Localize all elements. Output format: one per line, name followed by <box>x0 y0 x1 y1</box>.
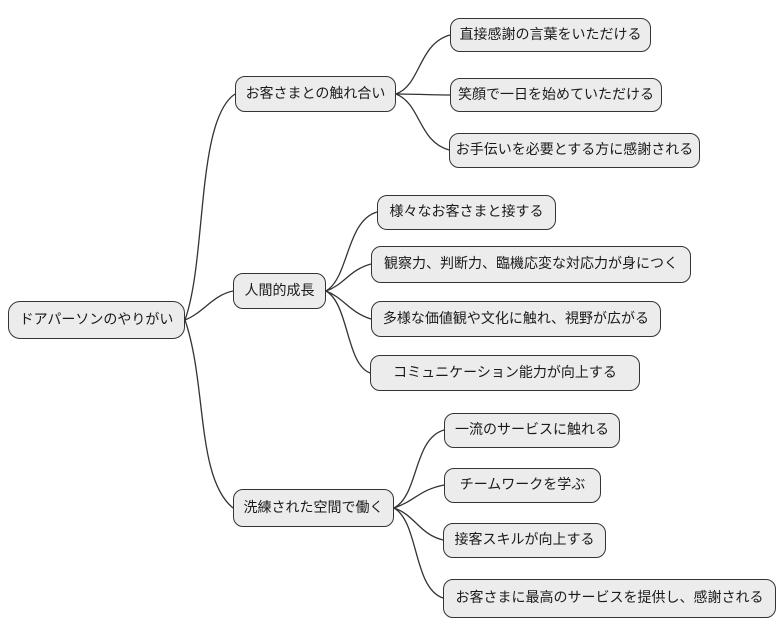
leaf-node-communication-improvement: コミュニケーション能力が向上する <box>370 355 640 391</box>
root-node-doorperson-rewards: ドアパーソンのやりがい <box>8 301 185 339</box>
leaf-node-observation-judgment-adaptability: 観察力、判断力、臨機応変な対応力が身につく <box>371 246 691 283</box>
leaf-node-helping-gratitude: お手伝いを必要とする方に感謝される <box>449 133 700 168</box>
leaf-node-smile-start-of-day: 笑顔で一日を始めていただける <box>450 78 662 112</box>
leaf-node-diverse-values-broader-perspective: 多様な価値観や文化に触れ、視野が広がる <box>371 301 661 337</box>
leaf-node-direct-thanks: 直接感謝の言葉をいただける <box>450 18 651 52</box>
leaf-node-meet-various-customers: 様々なお客さまと接する <box>377 195 556 230</box>
branch-node-personal-growth: 人間的成長 <box>233 273 326 309</box>
connector-branch2-leaf3 <box>325 290 372 320</box>
connector-root-branch1 <box>184 93 236 321</box>
connector-root-branch2 <box>184 290 234 321</box>
connector-branch2-leaf2 <box>325 263 372 292</box>
connector-branch1-leaf2 <box>395 93 451 96</box>
connector-branch3-leaf1 <box>393 429 445 509</box>
connector-branch3-leaf2 <box>393 484 445 509</box>
leaf-node-first-class-service: 一流のサービスに触れる <box>444 413 620 448</box>
connector-branch1-leaf3 <box>395 93 450 151</box>
connector-root-branch3 <box>184 319 234 509</box>
leaf-node-learn-teamwork: チームワークを学ぶ <box>444 468 601 503</box>
branch-node-refined-workspace: 洗練された空間で働く <box>233 489 394 527</box>
leaf-node-best-service-gratitude: お客さまに最高のサービスを提供し、感謝される <box>443 579 776 618</box>
branch-node-customer-interaction: お客さまとの触れ合い <box>235 76 396 112</box>
connector-branch3-leaf3 <box>393 507 444 541</box>
leaf-node-service-skills-improve: 接客スキルが向上する <box>443 523 606 558</box>
connector-branch3-leaf4 <box>393 507 444 599</box>
connector-branch1-leaf1 <box>395 34 451 95</box>
connector-branch2-leaf4 <box>325 290 371 374</box>
connector-branch2-leaf1 <box>325 211 378 292</box>
